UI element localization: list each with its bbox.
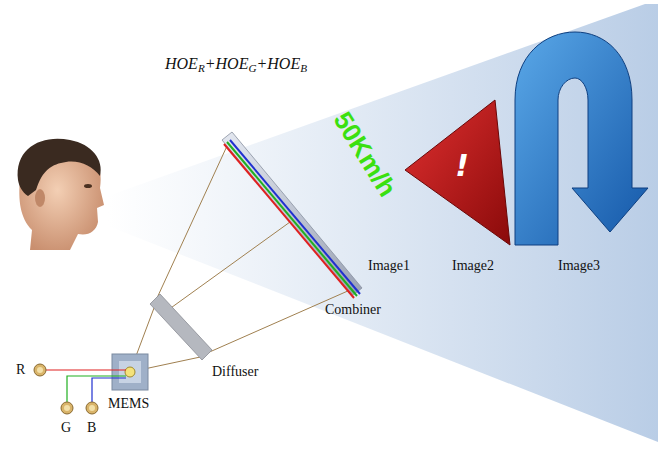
part-label: Image3 [558,258,600,273]
warning-mark: ! [455,148,469,183]
combiner-hoe [222,132,362,298]
warning-triangle: ! [400,95,515,250]
part-label: B [87,420,96,435]
part-label: Combiner [325,302,381,317]
view-wedge [108,4,658,442]
part-label: HOER+HOEG+HOEB [165,55,307,75]
part-label: MEMS [108,396,149,411]
part-label: Diffuser [212,364,258,379]
part-label: R [16,362,25,377]
light-rays [130,146,350,372]
driver-head [18,139,104,250]
laser-diodes [34,364,98,414]
part-label: Image1 [368,258,410,273]
part-label: Image2 [452,258,494,273]
mems-mirror [112,354,148,390]
u-turn-arrow [515,32,648,245]
part-label: G [61,420,71,435]
diffuser-plate [150,294,212,360]
